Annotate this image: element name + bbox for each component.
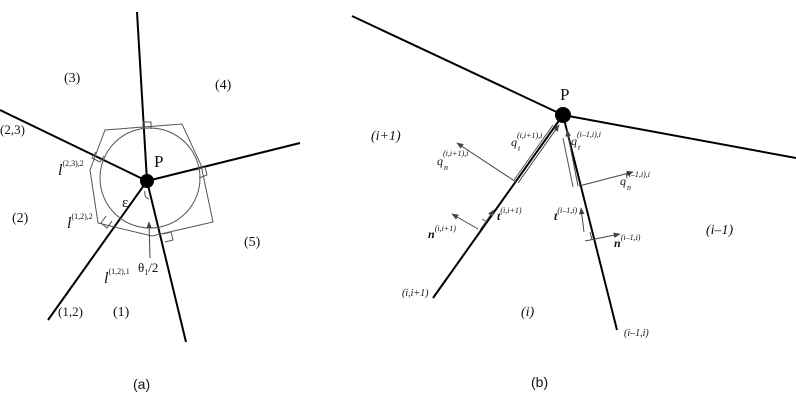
edge-line-a-top xyxy=(136,11,148,182)
region-label-5: (5) xyxy=(244,235,261,250)
region-label-1: (1) xyxy=(113,305,130,320)
caption-b: (b) xyxy=(531,374,548,390)
angle-label: θ1/2 xyxy=(138,260,158,277)
region-label-i: (i) xyxy=(521,305,535,320)
region-label-i-plus-1: (i+1) xyxy=(371,129,401,144)
edge-line-b-right xyxy=(562,114,796,159)
label-qt-left: q(i,i+1),i t xyxy=(511,125,546,153)
epsilon-label: ε xyxy=(122,195,128,211)
label-qn-left: q(i,i+1),i n xyxy=(437,143,472,172)
edge-line-a-lower-left xyxy=(47,180,148,321)
edge-line-b-down xyxy=(562,114,618,331)
polygon-outline xyxy=(89,123,214,237)
region-label-i-minus-1: (i–1) xyxy=(706,223,734,238)
panel-a: P (3) (4) (2) (5) (1) (2,3) (1,2) l(2,3)… xyxy=(0,11,301,392)
point-p-a-label: P xyxy=(154,152,163,171)
edge-label-1-2: (1,2) xyxy=(58,304,83,319)
segment-label-l-12-1: l(1,2),1 xyxy=(104,267,130,287)
caption-a: (a) xyxy=(133,376,150,392)
label-qn-right: q(i–1,i),i n xyxy=(620,164,654,192)
label-t-right: t(i–1,i) xyxy=(554,206,577,223)
edge-label-i-i-plus-1: (i,i+1) xyxy=(402,288,429,299)
region-label-3: (3) xyxy=(64,71,81,86)
epsilon-arc xyxy=(144,190,150,200)
right-angle-markers xyxy=(91,121,208,243)
edge-line-b-upper-left xyxy=(351,15,564,116)
angle-arrow xyxy=(146,221,152,259)
region-label-4: (4) xyxy=(215,78,232,93)
edge-label-2-3: (2,3) xyxy=(0,122,25,137)
panel-b: P (i+1) (i) (i–1) (i,i+1) (i–1,i) q(i,i+… xyxy=(351,15,796,390)
point-p-a xyxy=(140,174,154,188)
point-p-b-label: P xyxy=(560,85,569,104)
label-n-left: n(i,i+1) xyxy=(428,224,456,241)
point-p-b xyxy=(555,107,571,123)
label-qt-right: q(i–1,i),i t xyxy=(571,124,605,152)
edge-line-b-left xyxy=(432,114,564,299)
left-vectors xyxy=(451,124,560,231)
edge-line-a-upper-left xyxy=(0,109,148,182)
edge-line-a-right xyxy=(146,142,301,182)
region-label-2: (2) xyxy=(12,211,29,226)
label-n-right: n(i–1,i) xyxy=(614,233,641,250)
label-t-left: t(i,i+1) xyxy=(497,206,522,223)
edge-line-a-bottom xyxy=(146,180,187,343)
edge-label-i-minus-1-i: (i–1,i) xyxy=(624,328,649,339)
segment-label-l-23-2: l(2,3),2 xyxy=(58,159,84,179)
right-vectors xyxy=(562,129,634,242)
segment-label-l-12-2: l(1,2),2 xyxy=(67,212,93,232)
